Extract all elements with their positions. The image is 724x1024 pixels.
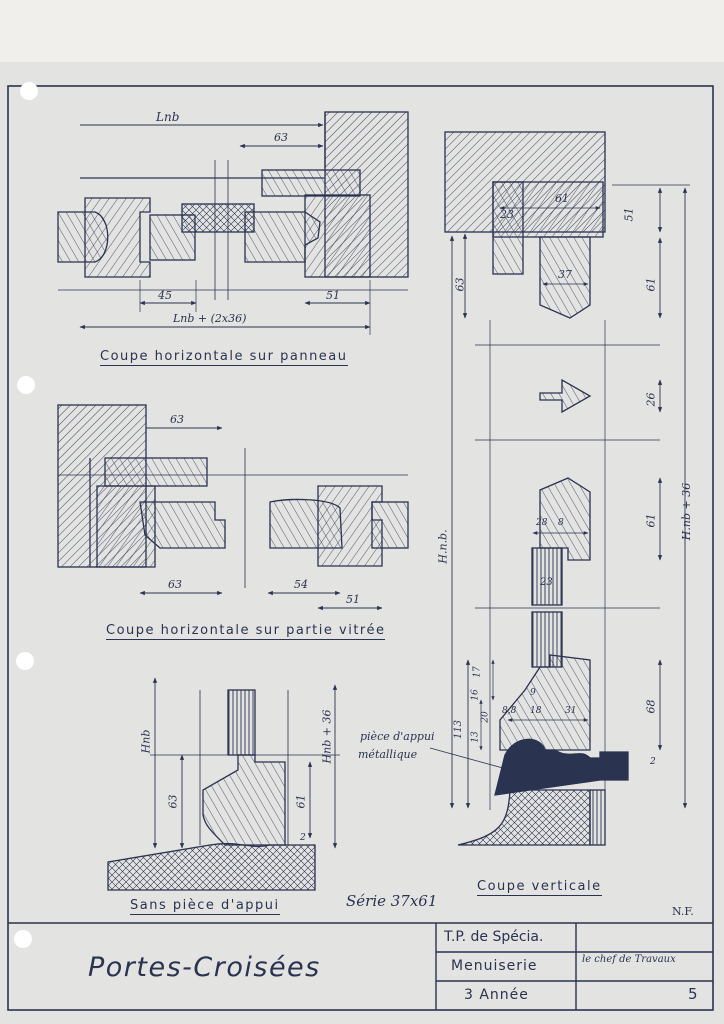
dim-v-63: 63 xyxy=(453,277,467,292)
dim-v-61c: 61 xyxy=(644,513,658,528)
section-vertical xyxy=(429,131,690,846)
dim-v-2: 2 xyxy=(650,757,656,767)
section-no-sill xyxy=(107,677,340,891)
caption-horizontal-glazed: Coupe horizontale sur partie vitrée xyxy=(106,623,386,640)
sheet-number: 5 xyxy=(688,985,698,1003)
metal-sill xyxy=(494,738,629,796)
dim-45-d1: 45 xyxy=(158,289,172,302)
dim-v-113: 113 xyxy=(453,719,465,740)
dim-v-31: 31 xyxy=(565,706,577,716)
dim-hnb36-d3: Hnb + 36 xyxy=(320,709,334,764)
school-year: 3 Année xyxy=(464,987,529,1003)
sash-right-1 xyxy=(244,211,321,263)
dim-v-18: 18 xyxy=(530,706,542,716)
dim-v-16: 16 xyxy=(470,689,481,701)
dim-v-hnb36: H.nb + 36 xyxy=(680,482,694,541)
dim-v-37: 37 xyxy=(558,268,572,281)
initials: N.F. xyxy=(672,905,694,918)
dim-v-hnb: H.n.b. xyxy=(436,529,450,564)
bottom-rail-3 xyxy=(202,754,286,846)
sheet-border xyxy=(7,85,714,1011)
stop-bead-2 xyxy=(104,457,208,487)
dim-51-d2: 51 xyxy=(346,593,360,606)
stop-bead-1 xyxy=(261,169,361,197)
glazing-bar-top xyxy=(539,378,592,414)
bottom-rail-v xyxy=(499,654,591,751)
title-block xyxy=(8,922,713,1010)
punch-hole-3 xyxy=(16,652,34,670)
stone-sill xyxy=(457,789,591,846)
sill-3 xyxy=(107,842,316,891)
dim-v-28: 28 xyxy=(536,518,548,528)
head-frame-left xyxy=(492,181,524,275)
dim-v-61b: 61 xyxy=(644,277,658,292)
dim-v-51: 51 xyxy=(622,207,636,222)
punch-hole-4 xyxy=(14,930,32,948)
school-name: T.P. de Spécia. xyxy=(444,929,544,945)
dim-v-88: 8,8 xyxy=(502,706,517,716)
dim-63b-d2: 63 xyxy=(168,578,182,591)
dim-v-61: 61 xyxy=(555,192,569,205)
dim-v-20: 20 xyxy=(480,711,491,723)
paper-top-strip xyxy=(0,0,724,62)
caption-horizontal-panel: Coupe horizontale sur panneau xyxy=(100,349,348,366)
caption-vertical: Coupe verticale xyxy=(477,879,602,896)
dim-63-d3: 63 xyxy=(166,794,180,809)
sill-note-line1: pièce d'appui xyxy=(360,730,435,743)
dim-2-d3: 2 xyxy=(300,833,306,843)
dim-51-d1: 51 xyxy=(326,289,340,302)
dim-v-68: 68 xyxy=(644,699,658,714)
dim-63-d1: 63 xyxy=(274,131,288,144)
sash-2 xyxy=(139,501,226,549)
nosing-1 xyxy=(57,211,109,263)
dim-v-23b: 23 xyxy=(540,577,553,588)
trade-name: Menuiserie xyxy=(451,958,538,974)
signature-label: le chef de Travaux xyxy=(582,954,676,965)
sill-edge xyxy=(589,789,606,846)
sill-note-line2: métallique xyxy=(358,748,418,761)
dim-54-d2: 54 xyxy=(294,578,308,591)
dim-v-17: 17 xyxy=(472,666,483,678)
dim-v-13: 13 xyxy=(470,731,481,743)
dim-lnb: Lnb xyxy=(156,110,180,124)
dim-61-d3: 61 xyxy=(294,794,308,809)
section-horizontal-glazed xyxy=(57,404,409,611)
top-rail xyxy=(539,236,591,319)
caption-no-sill: Sans pièce d'appui xyxy=(130,898,280,915)
glass-v xyxy=(531,547,563,606)
dim-hnb-d3: Hnb xyxy=(139,729,153,754)
rebate-2 xyxy=(371,501,409,549)
dim-v-8: 8 xyxy=(558,518,564,528)
dim-63a-d2: 63 xyxy=(170,413,184,426)
center-strip-1 xyxy=(181,203,255,233)
dim-lnb36-d1: Lnb + (2x36) xyxy=(173,312,247,325)
section-horizontal-panel xyxy=(57,111,409,335)
dim-v-23: 23 xyxy=(500,208,514,221)
drawing-title: Portes-Croisées xyxy=(88,952,321,983)
dim-v-26: 26 xyxy=(644,392,658,407)
glass-3 xyxy=(227,689,256,756)
punch-hole-2 xyxy=(17,376,35,394)
series-note: Série 37x61 xyxy=(346,892,438,910)
punch-hole-1 xyxy=(20,82,38,100)
dim-v-9: 9 xyxy=(530,688,536,698)
